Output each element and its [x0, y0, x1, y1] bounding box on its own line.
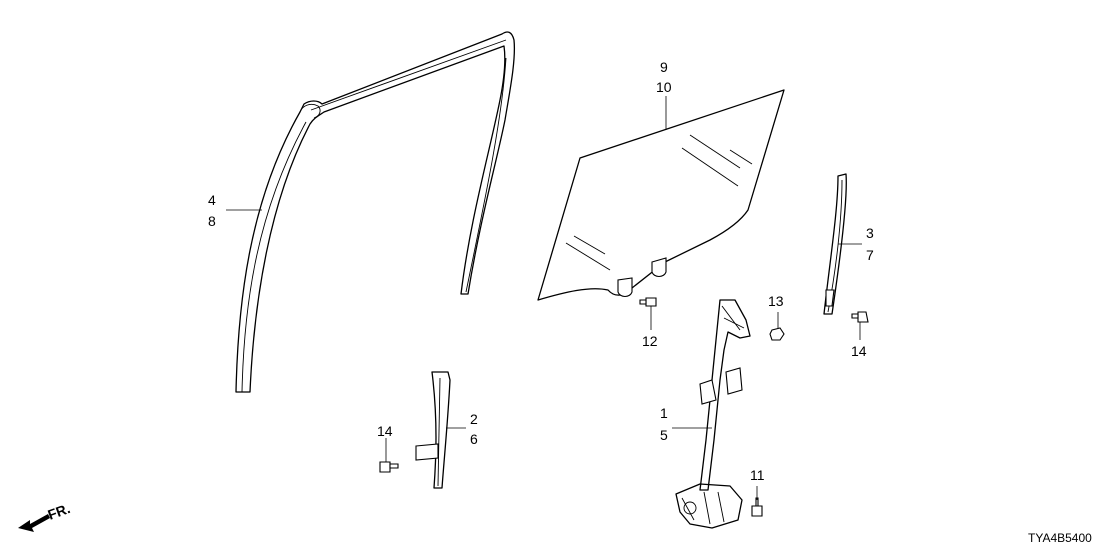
bolt-14-right	[851, 311, 869, 323]
callout-10: 10	[656, 79, 672, 95]
bolt-14-left	[379, 461, 399, 473]
front-direction-arrow-icon	[18, 514, 50, 532]
callout-12: 12	[642, 333, 658, 349]
diagram-code: TYA4B5400	[1028, 531, 1092, 545]
callout-1: 1	[660, 405, 668, 421]
callout-14-right: 14	[851, 343, 867, 359]
center-channel	[415, 371, 451, 489]
rear-channel	[823, 173, 847, 315]
window-regulator	[675, 299, 751, 529]
callout-14-left: 14	[377, 423, 393, 439]
callout-13: 13	[768, 293, 784, 309]
direction-label: FR.	[46, 500, 73, 523]
callout-11: 11	[750, 467, 765, 483]
bolt-11	[751, 497, 763, 517]
callout-2: 2	[470, 411, 478, 427]
door-sash-channel	[235, 31, 516, 393]
callout-8: 8	[208, 213, 216, 229]
callout-5: 5	[660, 427, 668, 443]
callout-9: 9	[660, 59, 668, 75]
nut-13	[769, 327, 785, 341]
door-glass	[537, 89, 785, 301]
bolt-12	[639, 297, 657, 307]
callout-4: 4	[208, 192, 216, 208]
callout-3: 3	[866, 225, 874, 241]
callout-7: 7	[866, 247, 874, 263]
callout-6: 6	[470, 431, 478, 447]
